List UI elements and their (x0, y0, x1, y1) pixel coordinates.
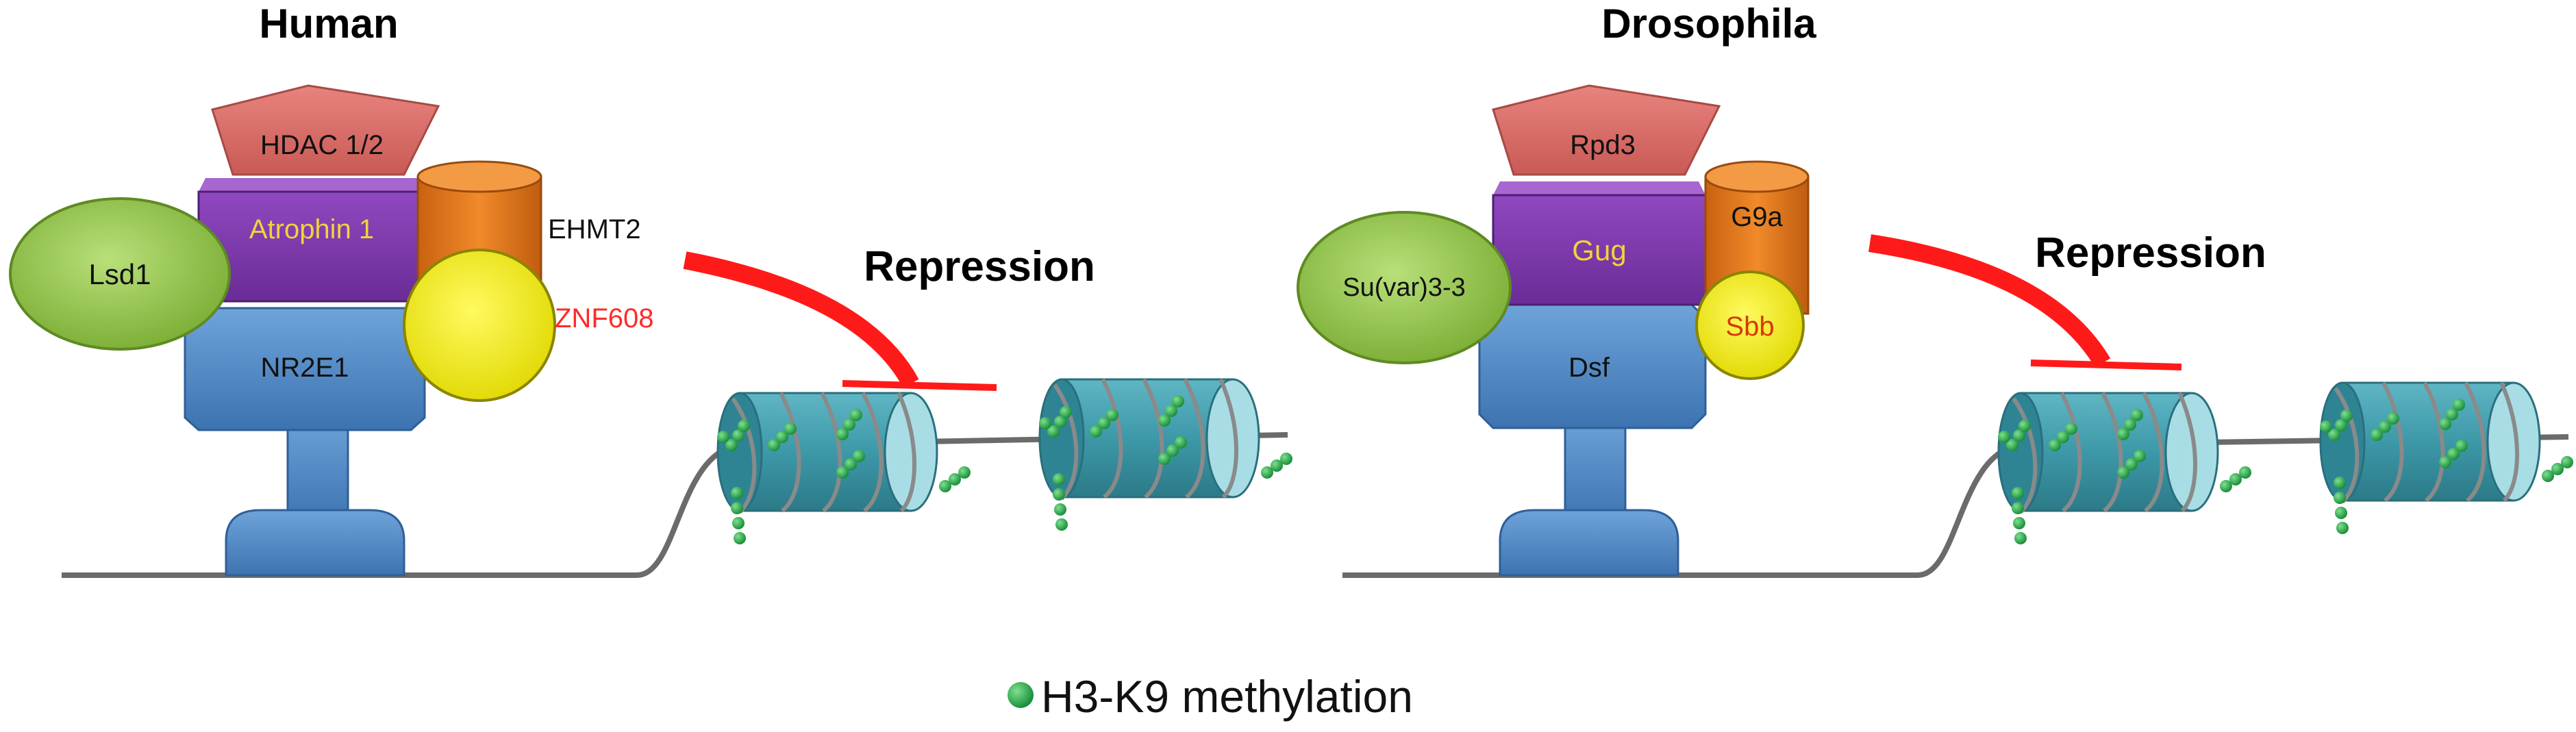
human-title: Human (259, 1, 398, 47)
legend-label: H3-K9 methylation (1041, 671, 1413, 722)
svg-text:Dsf: Dsf (1568, 353, 1610, 383)
drosophila-dsf-anchor (1499, 413, 1679, 577)
legend: H3-K9 methylation (1008, 671, 1413, 722)
drosophila-nucleosome-1 (1998, 393, 2251, 544)
drosophila-gug: Gug (1492, 181, 1707, 306)
drosophila-dsf: Dsf (1478, 303, 1707, 429)
drosophila-rpd3: Rpd3 (1492, 84, 1721, 176)
svg-text:NR2E1: NR2E1 (261, 353, 349, 383)
drosophila-repression-label: Repression (2035, 229, 2266, 277)
human-znf608 (403, 249, 556, 402)
human-repression-arrow-icon (683, 251, 997, 391)
human-atrophin: Atrophin 1 (197, 178, 426, 303)
svg-text:Gug: Gug (1572, 234, 1626, 266)
drosophila-sbb: Sbb (1695, 270, 1805, 380)
svg-text:Lsd1: Lsd1 (88, 258, 151, 290)
human-lsd1: Lsd1 (9, 197, 231, 351)
svg-text:Sbb: Sbb (1725, 312, 1774, 342)
drosophila-repression-arrow-icon (1868, 234, 2182, 370)
human-repression-label: Repression (864, 243, 1095, 290)
human-znf608-label: ZNF608 (555, 303, 654, 333)
svg-text:G9a: G9a (1731, 202, 1783, 232)
drosophila-su-var-3-3: Su(var)3-3 (1297, 211, 1512, 364)
drosophila-nucleosome-2 (2320, 383, 2573, 534)
green-dot-icon (1008, 682, 1034, 708)
human-panel: Human NR2E1 HDAC 1/2 Atrophin 1 EHMT2 (9, 1, 1292, 578)
svg-text:Su(var)3-3: Su(var)3-3 (1342, 273, 1466, 302)
drosophila-panel: Drosophila Dsf Rpd3 Gug G9a Su(var)3-3 (1297, 1, 2573, 578)
human-hdac: HDAC 1/2 (211, 84, 440, 176)
human-ehmt2-label: EHMT2 (548, 214, 641, 244)
svg-text:Rpd3: Rpd3 (1570, 130, 1636, 160)
human-nucleosome-1 (717, 393, 971, 544)
human-nr2e1-anchor (225, 413, 405, 577)
svg-text:Atrophin 1: Atrophin 1 (249, 214, 374, 244)
human-nucleosome-2 (1039, 379, 1292, 531)
svg-text:HDAC 1/2: HDAC 1/2 (260, 130, 384, 160)
human-nr2e1: NR2E1 (184, 307, 426, 431)
drosophila-title: Drosophila (1601, 1, 1816, 47)
